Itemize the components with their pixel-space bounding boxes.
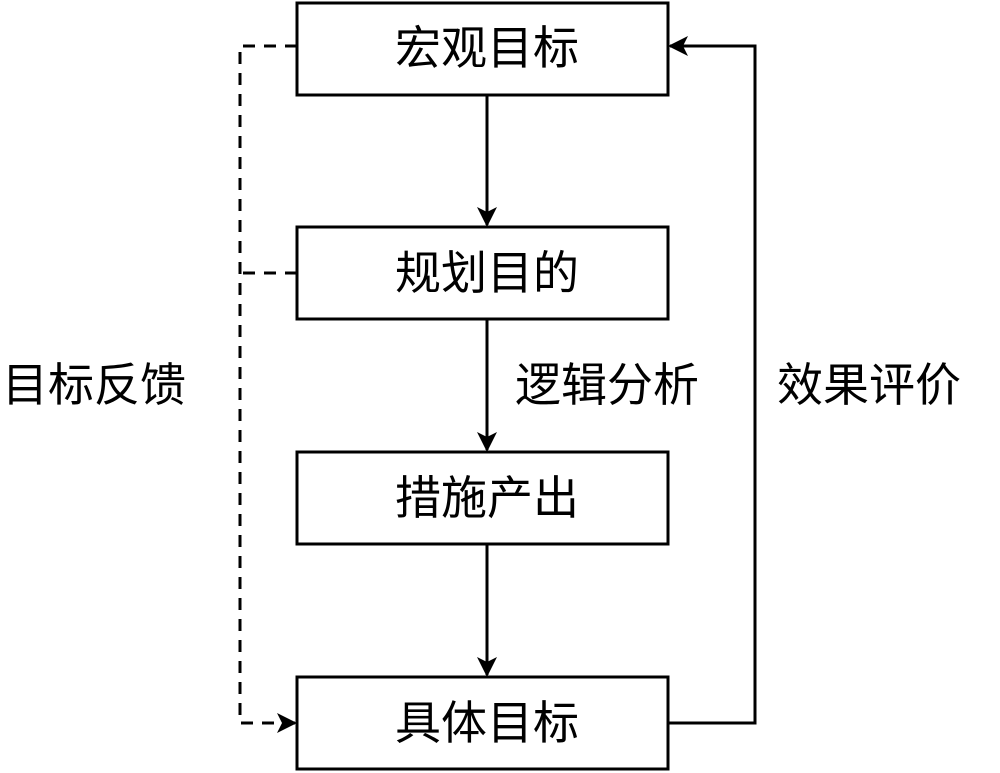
dashed-goal-feedback-line [238, 44, 297, 733]
label-goal-feedback: 目标反馈 [2, 358, 186, 412]
label-logic-analysis: 逻辑分析 [515, 358, 699, 412]
node-macro-goal: 宏观目标 [295, 1, 670, 97]
node-specific-goal: 具体目标 [295, 675, 670, 771]
node-planning-purpose-label: 规划目的 [395, 246, 579, 300]
label-effect-evaluation: 效果评价 [777, 358, 961, 412]
node-measure-output: 措施产出 [295, 450, 670, 546]
node-specific-goal-label: 具体目标 [395, 696, 579, 750]
arrow-effect-evaluation-loop [668, 36, 757, 725]
node-macro-goal-label: 宏观目标 [395, 21, 579, 75]
node-planning-purpose: 规划目的 [295, 225, 670, 321]
node-measure-output-label: 措施产出 [395, 471, 579, 525]
